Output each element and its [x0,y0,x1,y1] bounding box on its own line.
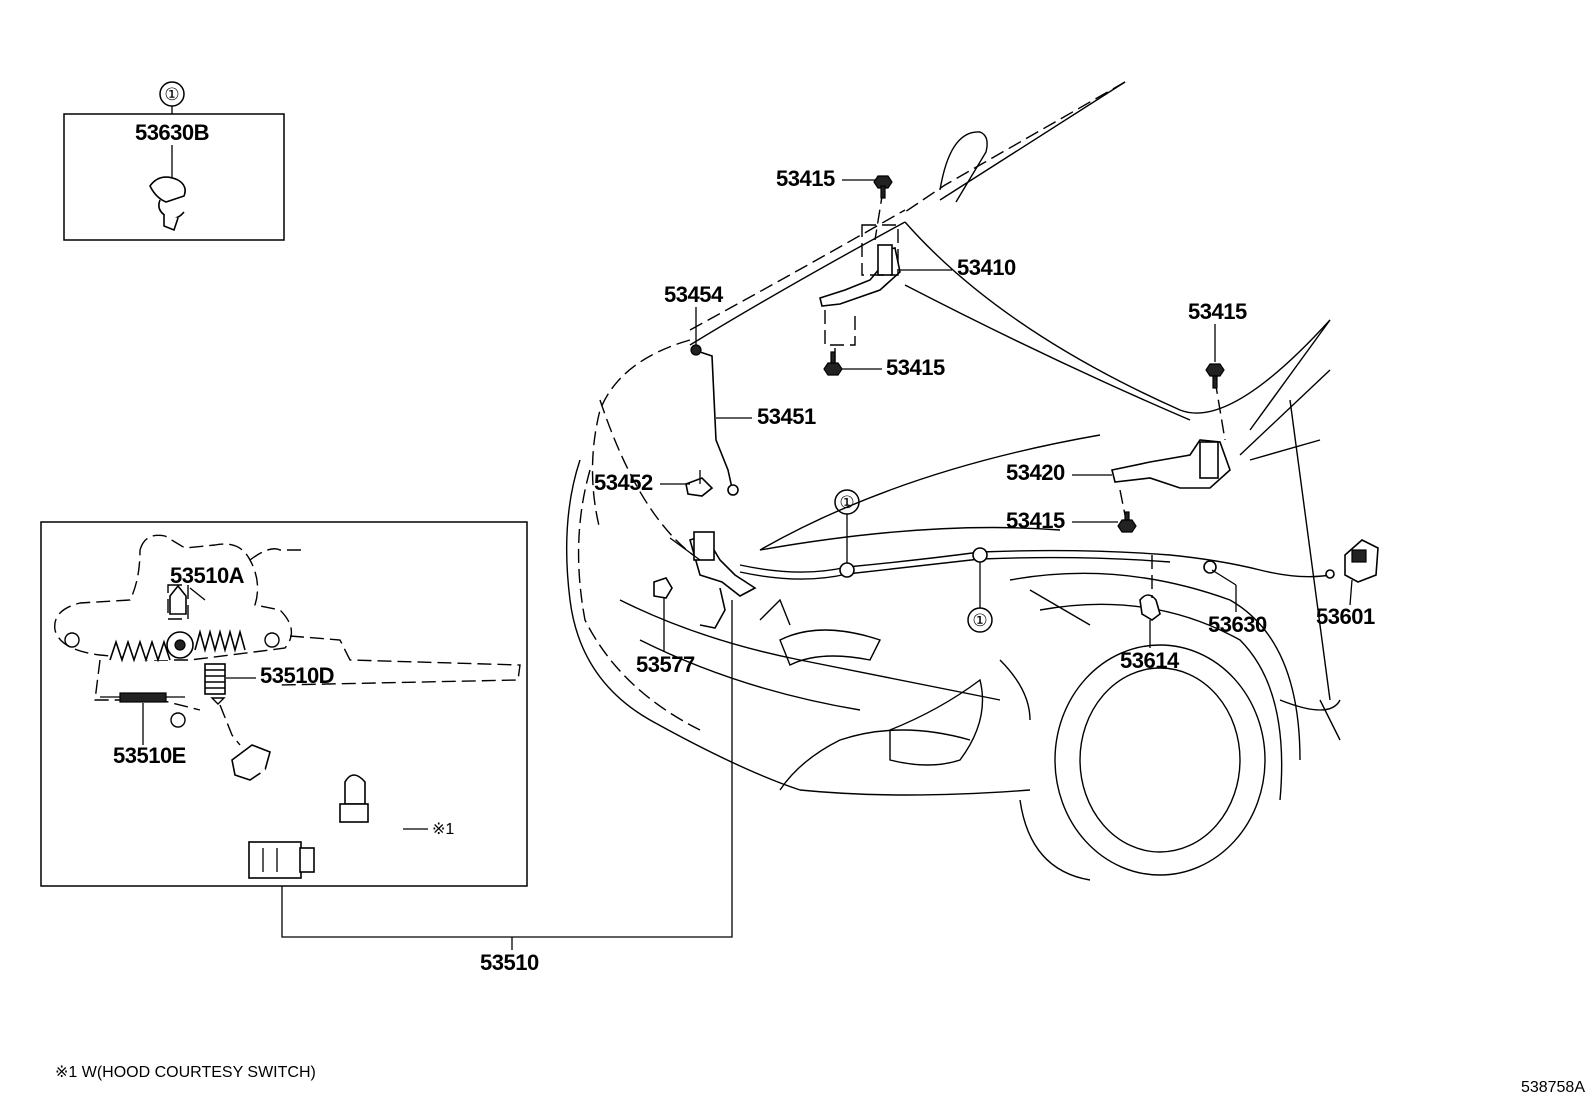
svg-text:①: ① [972,611,987,630]
part-label-53410: 53410 [957,255,1016,280]
part-label-53510: 53510 [480,950,539,975]
hood-hinge-left [819,189,901,368]
clip-icon [149,176,186,232]
bolt-icon-53415a [873,175,893,199]
rod-holder [685,477,714,497]
callout-cable-2: ① [967,562,993,633]
note1-marker: ※1 [432,821,454,838]
hood-support-rod [685,344,739,497]
part-label-53452: 53452 [594,470,653,495]
bolt-icon-53415c [1205,363,1225,389]
part-label-53614: 53614 [1120,648,1180,673]
part-labels: 53415 53410 53454 53415 53415 53451 5345… [113,166,1375,975]
part-label-53577: 53577 [636,652,695,677]
release-lever-53601 [1344,539,1379,583]
spring-coil-right [194,629,246,653]
part-label-53420: 53420 [1006,460,1065,485]
hood-hinge-right [1111,379,1231,516]
part-label-53510d: 53510D [260,663,334,688]
assembly-bracket-53510 [281,600,733,950]
part-label-53630: 53630 [1208,612,1267,637]
detail-inset-box [40,521,528,887]
footnote: ※1 W(HOOD COURTESY SWITCH) [55,1064,316,1081]
part-label-53601: 53601 [1316,604,1375,629]
spring-coil-left [109,639,171,663]
callout-cable-1: ① [834,489,860,563]
car-body-outline [565,81,1341,881]
spring-53510e [100,692,185,703]
part-label-53451: 53451 [757,404,816,429]
bumper-stop-53577 [653,577,673,599]
part-label-53415-lower: 53415 [1006,508,1065,533]
inset-hood-lock-detail: ※1 [40,521,528,887]
hood-lock-assembly [669,531,757,629]
part-label-53510a: 53510A [170,563,245,588]
part-label-53415-right: 53415 [1188,299,1247,324]
spring-53510d [204,663,226,705]
inset-box [63,113,285,241]
part-label-53454: 53454 [664,282,724,307]
bolt-icon-53415b [823,351,843,376]
diagram-id: 538758A [1521,1079,1585,1096]
courtesy-switch-harness [219,704,404,879]
part-label-53630b: 53630B [135,120,209,145]
inset-53630b: ① 53630B [63,81,285,241]
release-cable-53630 [739,547,1335,580]
cable-clamp-53614 [1139,555,1161,621]
part-label-53415-top: 53415 [776,166,835,191]
part-label-53510e: 53510E [113,743,186,768]
callout-number: ① [164,85,179,104]
bolt-icon-53415d [1117,511,1137,533]
part-label-53415-mid: 53415 [886,355,945,380]
svg-text:①: ① [839,493,854,512]
